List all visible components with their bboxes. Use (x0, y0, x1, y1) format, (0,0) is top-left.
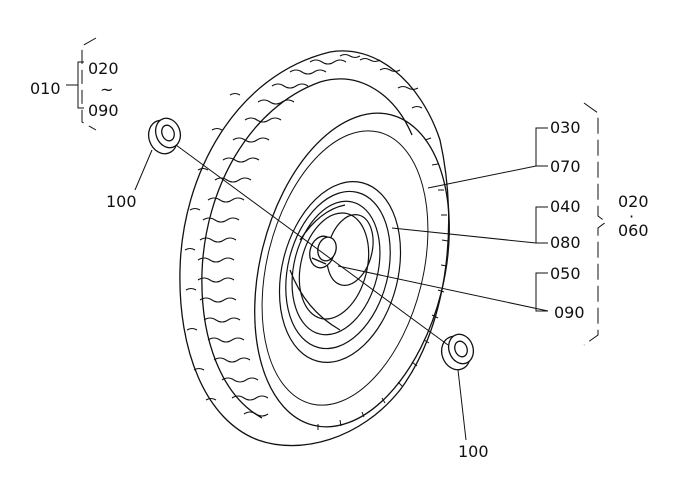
bearing-left (147, 117, 182, 155)
wheel-rim (278, 181, 402, 363)
label-left-090: 090 (88, 101, 119, 120)
leader-bearing-left (134, 149, 153, 191)
tire-edge-serrations (317, 137, 449, 430)
label-040: 040 (550, 197, 581, 216)
axle-line (175, 144, 449, 346)
bracket-040-080 (535, 206, 548, 244)
label-070: 070 (550, 157, 581, 176)
group-bracket-right (583, 102, 607, 346)
leader-lines (66, 37, 607, 441)
hub (309, 235, 337, 269)
tire (179, 50, 450, 447)
label-right-020: 020 (618, 192, 649, 211)
leader-050-090 (337, 265, 549, 312)
label-010: 010 (30, 79, 61, 98)
bracket-030-070 (535, 127, 548, 167)
tire-sidewall-outer (254, 112, 450, 428)
label-bearing-left-100: 100 (106, 192, 137, 211)
label-030: 030 (550, 118, 581, 137)
tread-pattern (184, 53, 423, 417)
leader-bearing-right (457, 369, 467, 441)
tire-sidewall-inner (261, 130, 429, 406)
brace-left-inner (66, 61, 84, 109)
label-050: 050 (550, 264, 581, 283)
label-080: 080 (550, 233, 581, 252)
callout-labels: 010 020 ~ 090 030 070 040 080 050 090 02… (30, 59, 649, 461)
group-bracket-left (81, 37, 97, 131)
bracket-050-090 (535, 272, 548, 312)
label-left-range-tilde: ~ (100, 80, 113, 99)
label-right-060: 060 (618, 221, 649, 240)
tire-tread-inner-edge (201, 78, 413, 419)
bearing-right (440, 333, 475, 371)
leader-030-070 (427, 165, 537, 189)
tire-outer-outline (179, 50, 450, 447)
leader-040-080 (391, 227, 537, 244)
label-090: 090 (554, 303, 585, 322)
label-right-range-dot: · (629, 207, 634, 226)
label-bearing-right-100: 100 (458, 442, 489, 461)
label-left-020: 020 (88, 59, 119, 78)
